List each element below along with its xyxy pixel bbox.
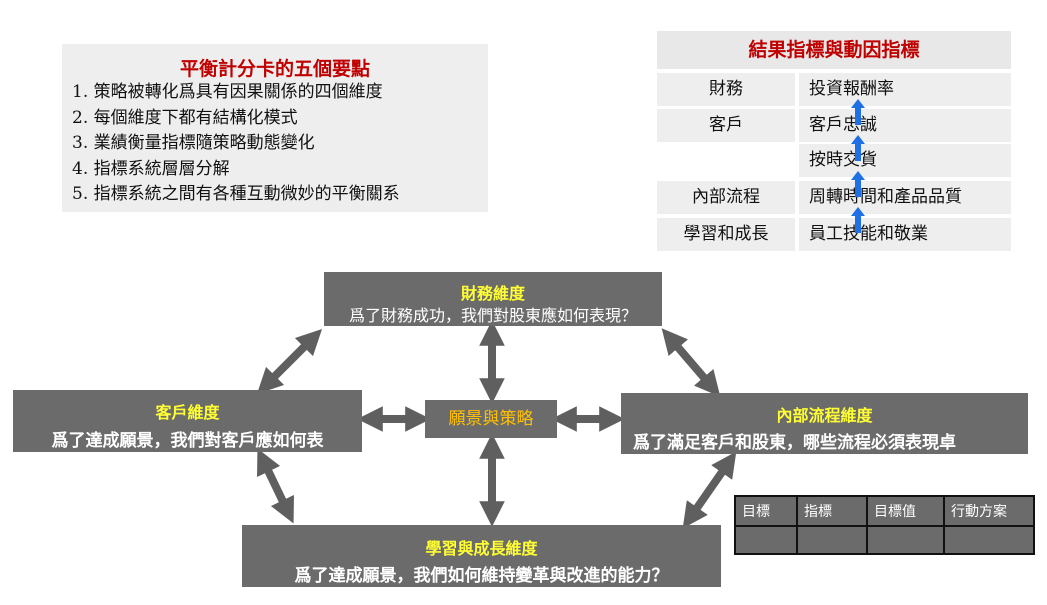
financial-question: 爲了財務成功，我們對股東應如何表現？: [348, 306, 637, 325]
list-item: 1. 策略被轉化爲具有因果關係的四個維度: [72, 82, 383, 102]
customer-dimension-box: 客戶維度 爲了達成願景，我們對客戶應如何表: [13, 390, 362, 452]
financial-dimension-box: 財務維度 爲了財務成功，我們對股東應如何表現？: [324, 272, 662, 326]
indicator-metric: 客戶忠誠: [799, 109, 1011, 142]
table-cell: [866, 525, 945, 555]
indicator-dimension: 客戶: [657, 109, 795, 142]
indicator-metric: 投資報酬率: [799, 73, 1011, 106]
process-dimension-box: 內部流程維度 爲了滿足客戶和股東，哪些流程必須表現卓: [621, 393, 1028, 454]
action-plan-table: 目標 指標 目標值 行動方案: [734, 495, 1035, 555]
financial-title: 財務維度: [460, 284, 525, 303]
learning-dimension-box: 學習與成長維度 爲了達成願景，我們如何維持變革與改進的能力？: [242, 525, 721, 587]
indicator-metric: 周轉時間和產品品質: [799, 181, 1011, 214]
indicator-dimension: 財務: [657, 73, 795, 106]
process-title: 內部流程維度: [776, 406, 873, 425]
double-arrow: [661, 328, 721, 397]
double-arrow: [682, 451, 737, 529]
table-header-cell: 行動方案: [943, 495, 1035, 527]
table-header-cell: 指標: [796, 495, 868, 527]
arrow-up-icon: [851, 171, 865, 197]
customer-title: 客戶維度: [155, 403, 220, 422]
list-item: 3. 業績衡量指標隨策略動態變化: [72, 133, 315, 153]
learning-question: 爲了達成願景，我們如何維持變革與改進的能力？: [294, 566, 669, 586]
arrow-up-icon: [851, 99, 865, 125]
process-question: 爲了滿足客戶和股東，哪些流程必須表現卓: [633, 433, 956, 453]
table-cell: [734, 525, 798, 555]
table-row: [734, 525, 1035, 555]
vision-strategy-box: 願景與策略: [425, 400, 557, 438]
five-points-panel: 平衡計分卡的五個要點 1. 策略被轉化爲具有因果關係的四個維度 2. 每個維度下…: [62, 44, 488, 212]
blue-up-arrows: [851, 99, 865, 233]
indicator-dimension: 內部流程: [657, 181, 795, 214]
indicator-metric: 員工技能和敬業: [799, 218, 1011, 251]
arrow-up-icon: [851, 135, 865, 161]
customer-question: 爲了達成願景，我們對客戶應如何表: [51, 431, 324, 451]
double-arrow: [256, 328, 323, 395]
table-cell: [943, 525, 1035, 555]
learning-title: 學習與成長維度: [425, 539, 538, 558]
arrow-up-icon: [851, 207, 865, 233]
list-item: 5. 指標系統之間有各種互動微妙的平衡關系: [72, 184, 400, 204]
five-points-list: 1. 策略被轉化爲具有因果關係的四個維度 2. 每個維度下都有結構化模式 3. …: [72, 80, 400, 208]
table-header-cell: 目標: [734, 495, 798, 527]
table-cell: [796, 525, 868, 555]
table-header-cell: 目標值: [866, 495, 945, 527]
double-arrow: [257, 448, 294, 524]
indicators-title: 結果指標與動因指標: [657, 31, 1011, 69]
list-item: 2. 每個維度下都有結構化模式: [72, 107, 298, 128]
indicators-table: 結果指標與動因指標 財務 投資報酬率 客戶 客戶忠誠 按時交貨 內部流程 周轉時…: [657, 31, 1011, 252]
indicator-dimension: 學習和成長: [657, 218, 795, 251]
table-row: 目標 指標 目標值 行動方案: [734, 495, 1035, 527]
list-item: 4. 指標系統層層分解: [72, 158, 230, 179]
five-points-title: 平衡計分卡的五個要點: [179, 58, 370, 80]
